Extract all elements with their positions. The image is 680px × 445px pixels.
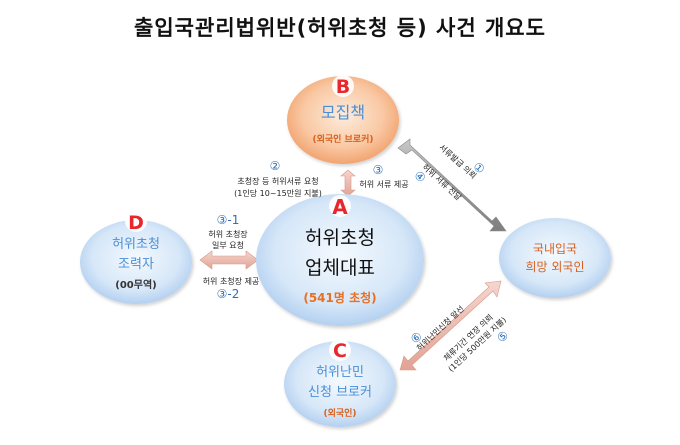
node-b-label: 모집책: [321, 103, 365, 122]
edge-da-label-2: 허위 초청장 제공: [203, 276, 260, 286]
node-a-label-2: 업체대표: [305, 257, 375, 279]
node-d-helper: D 허위초청 조력자 (00무역): [80, 210, 192, 304]
node-a-label-1: 허위초청: [305, 227, 375, 249]
arrow-b-e: [397, 138, 507, 232]
node-c-refugee-broker: C 허위난민 신청 브로커 (외국인): [284, 339, 396, 427]
node-e-label-1: 국내입국: [533, 242, 577, 256]
node-d-letter: D: [128, 212, 144, 234]
edge-be-label-2: 허위 서류 전달: [420, 162, 464, 203]
node-d-label-1: 허위초청: [112, 237, 160, 252]
node-d-label-2: 조력자: [118, 257, 154, 272]
edge-da-num-2: ③-2: [217, 287, 240, 301]
edge-da-label-1a: 허위 초청장: [208, 229, 248, 239]
arrow-b-a: [340, 169, 356, 197]
node-a-letter: A: [332, 195, 348, 219]
node-c-label-1: 허위난민: [316, 365, 364, 380]
edge-ab-num: ②: [270, 159, 281, 173]
node-e-foreigners: 국내입국 희망 외국인: [499, 218, 611, 298]
edge-da-num-1: ③-1: [217, 213, 240, 227]
arrow-c-e: [399, 280, 502, 371]
node-c-label-2: 신청 브로커: [308, 385, 372, 400]
edge-ab-label-1: 초청장 등 허위서류 요청: [237, 176, 318, 186]
node-b-recruiter: B 모집책 (외국인 브로커): [287, 75, 399, 164]
page-title: 출입국관리법위반(허위초청 등) 사건 개요도: [134, 16, 546, 40]
edge-ba-label: 허위 서류 제공: [359, 180, 408, 189]
edge-da-label-1b: 일부 요청: [212, 241, 244, 250]
arrow-d-a: [199, 250, 259, 270]
edge-ab-label-2: (1인당 10~15만원 지불): [234, 188, 322, 198]
node-a-sub: (541명 초청): [303, 290, 376, 305]
node-d-sub: (00무역): [115, 278, 156, 291]
edge-ba-num: ③: [373, 163, 384, 177]
node-c-sub: (외국인): [323, 407, 356, 419]
edge-be-label-1: 서류발급 의뢰: [437, 142, 478, 181]
node-a-company-ceo: A 허위초청 업체대표 (541명 초청): [256, 194, 424, 326]
node-e-label-2: 희망 외국인: [525, 260, 584, 274]
node-b-letter: B: [336, 76, 350, 98]
node-c-letter: C: [333, 340, 347, 362]
node-b-sub: (외국인 브로커): [312, 133, 373, 145]
